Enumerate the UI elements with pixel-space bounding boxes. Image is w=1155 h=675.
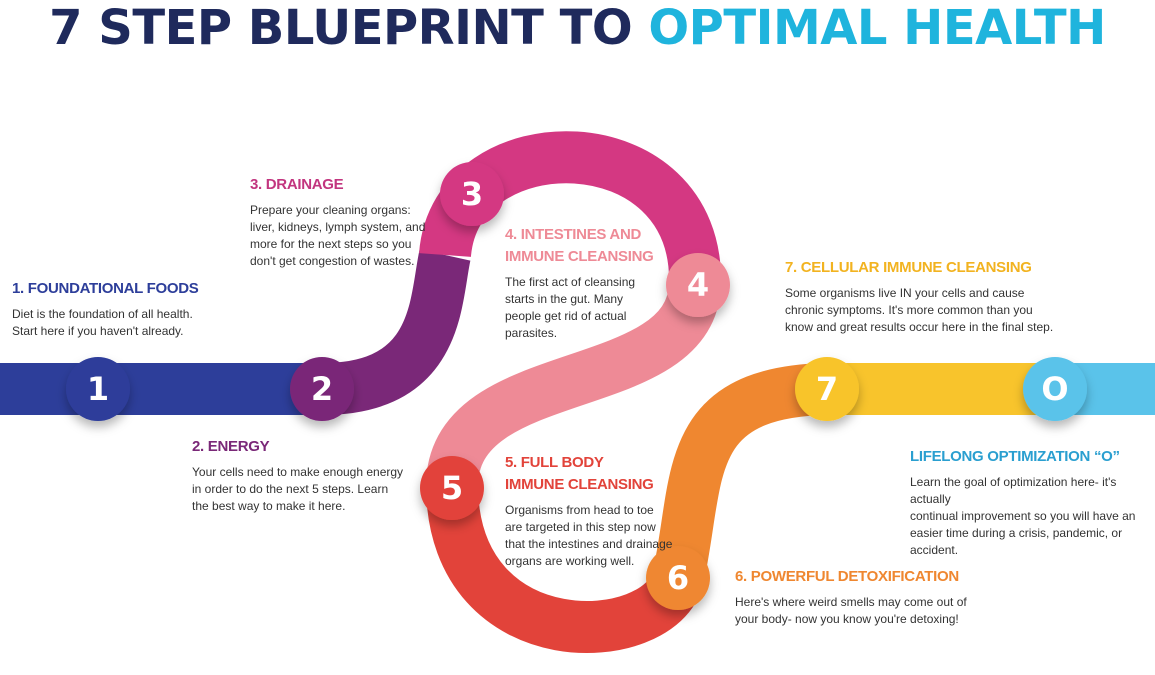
step-4-block: 4. INTESTINES AND IMMUNE CLEANSING The f… (505, 224, 675, 342)
title-part-1: 7 STEP BLUEPRINT TO (49, 0, 649, 56)
step-3-description: Prepare your cleaning organs: liver, kid… (250, 203, 426, 268)
step-4-description: The first act of cleansing starts in the… (505, 275, 636, 340)
step-o-block: LIFELONG OPTIMIZATION “O” Learn the goal… (910, 446, 1154, 559)
step-node-o: O (1023, 357, 1087, 421)
step-node-7-number: 7 (816, 370, 838, 408)
step-node-2-number: 2 (311, 370, 333, 408)
step-o-heading: LIFELONG OPTIMIZATION “O” (910, 448, 1120, 465)
step-node-1: 1 (66, 357, 130, 421)
step-7-block: 7. CELLULAR IMMUNE CLEANSING Some organi… (785, 257, 1085, 336)
step-node-2: 2 (290, 357, 354, 421)
step-o-description: Learn the goal of optimization here- it'… (910, 475, 1136, 557)
step-node-5-circle (420, 456, 484, 520)
step-node-7: 7 (795, 357, 859, 421)
step-3-block: 3. DRAINAGE Prepare your cleaning organs… (250, 174, 450, 270)
step-2-block: 2. ENERGY Your cells need to make enough… (192, 436, 432, 515)
step-node-3: 3 (440, 162, 504, 226)
step-node-2-circle (290, 357, 354, 421)
step-6-block: 6. POWERFUL DETOXIFICATION Here's where … (735, 566, 995, 628)
step-1-description: Diet is the foundation of all health. St… (12, 307, 193, 338)
step-1-heading: 1. FOUNDATIONAL FOODS (12, 280, 199, 297)
step-node-4: 4 (666, 253, 730, 317)
title-part-2: OPTIMAL HEALTH (648, 0, 1106, 56)
step-node-7-circle (795, 357, 859, 421)
step-node-6-circle (646, 546, 710, 610)
step-1-block: 1. FOUNDATIONAL FOODS Diet is the founda… (12, 278, 242, 340)
step-node-4-number: 4 (687, 266, 709, 304)
step-node-1-number: 1 (87, 370, 109, 408)
step-2-description: Your cells need to make enough energy in… (192, 465, 404, 513)
step-node-5: 5 (420, 456, 484, 520)
step-node-1-circle (66, 357, 130, 421)
step-node-o-circle (1023, 357, 1087, 421)
step-3-heading: 3. DRAINAGE (250, 176, 344, 193)
step-6-heading: 6. POWERFUL DETOXIFICATION (735, 568, 959, 585)
step-5-description: Organisms from head to toe are targeted … (505, 503, 673, 568)
step-7-description: Some organisms live IN your cells and ca… (785, 286, 1054, 334)
step-7-heading: 7. CELLULAR IMMUNE CLEANSING (785, 259, 1032, 276)
ribbon-segment-2 (321, 249, 471, 415)
step-node-5-number: 5 (441, 469, 463, 507)
step-6-description: Here's where weird smells may come out o… (735, 595, 967, 626)
step-nodes: 1 2 3 4 5 6 7 (66, 162, 1087, 610)
step-5-heading: 5. FULL BODY IMMUNE CLEANSING (505, 454, 654, 493)
step-node-3-number: 3 (461, 175, 483, 213)
step-node-3-circle (440, 162, 504, 226)
page-title: 7 STEP BLUEPRINT TO OPTIMAL HEALTH (0, 0, 1155, 56)
step-node-6: 6 (646, 546, 710, 610)
step-node-6-number: 6 (667, 559, 689, 597)
ribbon-path (0, 131, 1155, 654)
ribbon-segment-6 (652, 363, 828, 584)
step-4-heading: 4. INTESTINES AND IMMUNE CLEANSING (505, 226, 654, 265)
ribbon-segment-4 (425, 281, 721, 490)
step-node-o-letter: O (1041, 370, 1068, 408)
step-5-block: 5. FULL BODY IMMUNE CLEANSING Organisms … (505, 452, 695, 570)
step-node-4-circle (666, 253, 730, 317)
step-2-heading: 2. ENERGY (192, 438, 270, 455)
